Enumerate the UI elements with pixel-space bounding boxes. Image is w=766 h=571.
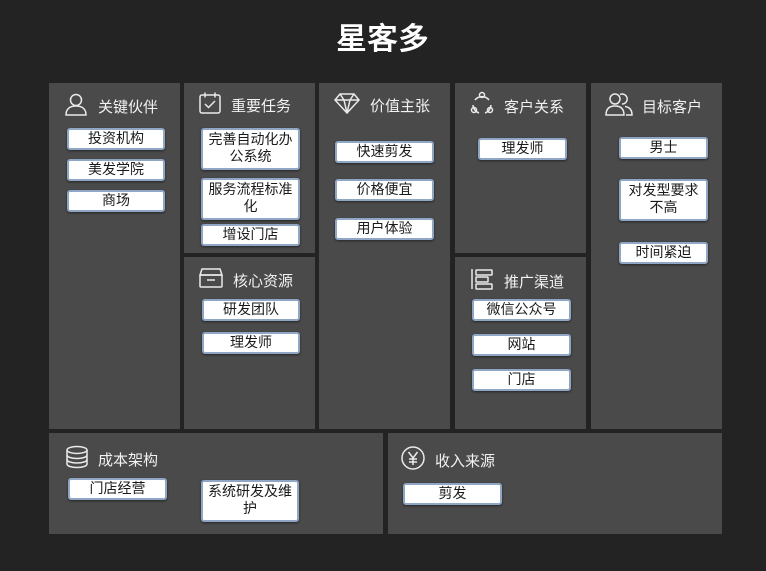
block-revenue-streams: 收入来源 剪发 — [388, 433, 722, 534]
chip-customer-segments-2: 对发型要求不高 — [619, 179, 708, 221]
block-key-resources: 核心资源 研发团队 理发师 — [184, 257, 315, 429]
person-icon — [63, 91, 98, 121]
chip-value-propositions-3: 用户体验 — [335, 218, 434, 240]
block-cost-structure-header: 成本架构 — [65, 445, 158, 473]
block-revenue-streams-header: 收入来源 — [400, 445, 495, 475]
block-customer-relationships-header: 客户关系 — [469, 91, 564, 121]
chip-value-propositions-2: 价格便宜 — [335, 179, 434, 201]
block-customer-relationships: 客户关系 理发师 — [455, 83, 586, 253]
chip-key-resources-2: 理发师 — [202, 332, 300, 354]
chip-channels-2: 网站 — [472, 334, 571, 356]
yen-coin-icon — [400, 445, 435, 475]
block-key-activities-header: 重要任务 — [198, 91, 291, 119]
block-key-partners-label: 关键伙伴 — [98, 97, 159, 116]
block-cost-structure: 成本架构 门店经营 系统研发及维护 — [49, 433, 383, 534]
chip-cost-structure-1: 门店经营 — [68, 478, 167, 500]
block-channels-label: 推广渠道 — [504, 272, 565, 291]
chip-revenue-streams-1: 剪发 — [403, 483, 502, 505]
chip-key-partners-3: 商场 — [67, 190, 165, 212]
chip-key-partners-1: 投资机构 — [67, 128, 165, 150]
chip-key-activities-2: 服务流程标准化 — [201, 178, 300, 220]
block-key-activities-label: 重要任务 — [231, 96, 292, 115]
chip-channels-3: 门店 — [472, 369, 571, 391]
block-key-activities: 重要任务 完善自动化办公系统 服务流程标准化 增设门店 — [184, 83, 315, 253]
block-customer-relationships-label: 客户关系 — [504, 97, 565, 116]
share-network-icon — [469, 91, 504, 121]
block-customer-segments-label: 目标客户 — [642, 97, 703, 116]
block-cost-structure-label: 成本架构 — [98, 450, 159, 469]
block-value-propositions: 价值主张 快速剪发 价格便宜 用户体验 — [319, 83, 450, 429]
chip-key-activities-1: 完善自动化办公系统 — [201, 128, 300, 170]
database-icon — [65, 445, 98, 473]
block-customer-segments: 目标客户 男士 对发型要求不高 时间紧迫 — [591, 83, 722, 429]
chip-customer-segments-1: 男士 — [619, 137, 708, 159]
block-channels: 推广渠道 微信公众号 网站 门店 — [455, 257, 586, 429]
chip-cost-structure-2: 系统研发及维护 — [201, 480, 299, 522]
channel-icon — [469, 267, 504, 295]
chip-channels-1: 微信公众号 — [472, 299, 571, 321]
chip-key-partners-2: 美发学院 — [67, 159, 165, 181]
drawer-icon — [198, 267, 233, 293]
diamond-icon — [333, 92, 370, 118]
block-customer-segments-header: 目标客户 — [605, 91, 702, 121]
block-channels-header: 推广渠道 — [469, 267, 564, 295]
calendar-check-icon — [198, 91, 231, 119]
chip-customer-relationships-1: 理发师 — [478, 138, 567, 160]
chip-key-activities-3: 增设门店 — [201, 224, 300, 246]
people-icon — [605, 91, 642, 121]
block-key-partners: 关键伙伴 投资机构 美发学院 商场 — [49, 83, 180, 429]
block-key-partners-header: 关键伙伴 — [63, 91, 158, 121]
chip-value-propositions-1: 快速剪发 — [335, 141, 434, 163]
chip-key-resources-1: 研发团队 — [202, 299, 300, 321]
chip-customer-segments-3: 时间紧迫 — [619, 242, 708, 264]
block-key-resources-label: 核心资源 — [233, 271, 294, 290]
block-value-propositions-label: 价值主张 — [370, 96, 431, 115]
block-key-resources-header: 核心资源 — [198, 267, 293, 293]
block-revenue-streams-label: 收入来源 — [435, 451, 496, 470]
page-title: 星客多 — [336, 22, 430, 57]
block-value-propositions-header: 价值主张 — [333, 92, 430, 118]
